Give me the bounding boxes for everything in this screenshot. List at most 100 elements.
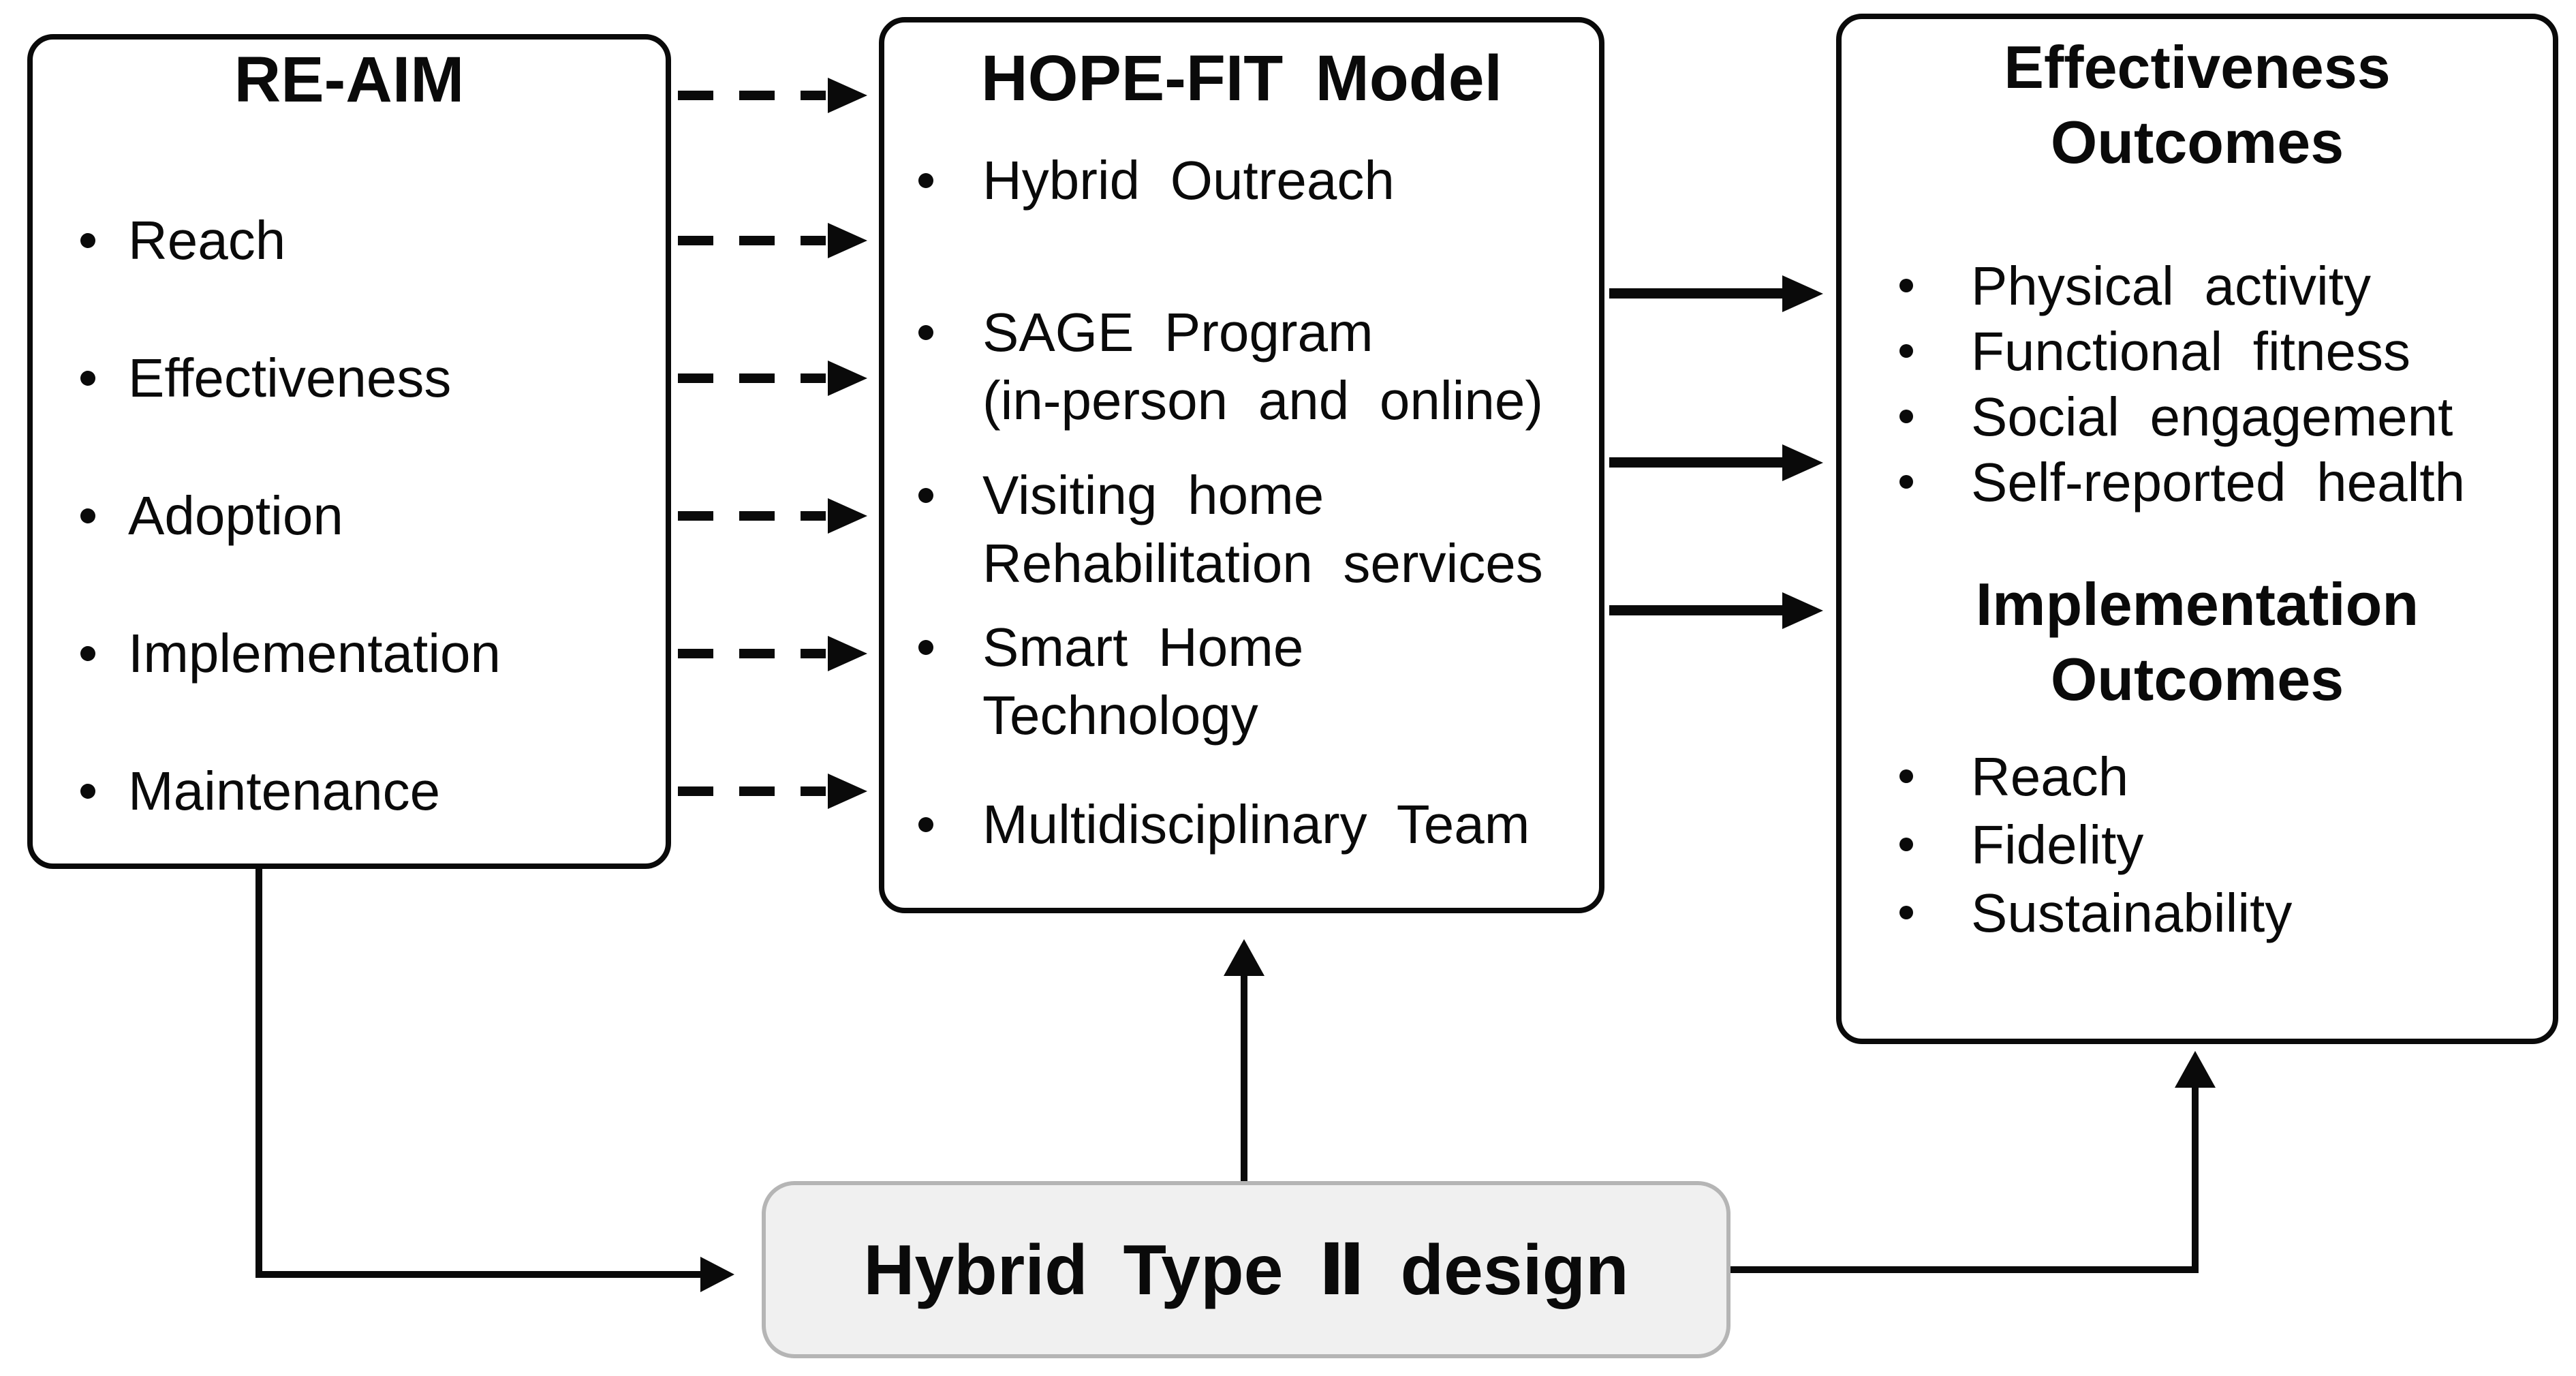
re-aim-item-reach: Reach xyxy=(128,210,286,271)
implementation-item-sustainability: Sustainability xyxy=(1971,883,2293,943)
hope-fit-item-sage-program-line2: (in-person and online) xyxy=(982,370,1544,431)
bullet-icon xyxy=(1899,838,1913,851)
hope-fit-model-box: HOPE-FIT Model Hybrid Outreach SAGE Prog… xyxy=(879,17,1604,913)
dashed-arrow xyxy=(678,636,867,671)
outcome-item-functional-fitness: Functional fitness xyxy=(1971,321,2410,382)
arrowhead-right-icon xyxy=(828,361,867,396)
hybrid-type-2-design-box: Hybrid Type Ⅱ design xyxy=(762,1181,1731,1358)
dashed-arrow xyxy=(678,78,867,113)
list-item: Reach xyxy=(1899,744,2128,810)
bullet-icon xyxy=(80,784,95,799)
outcomes-box: Effectiveness Outcomes Physical activity… xyxy=(1836,14,2558,1044)
dashed-arrow xyxy=(678,774,867,809)
bullet-icon xyxy=(918,488,933,503)
dashed-line xyxy=(678,236,826,245)
connector-right-vertical xyxy=(2192,1088,2199,1273)
hope-fit-item-hybrid-outreach: Hybrid Outreach xyxy=(982,150,1395,211)
list-item: Hybrid Outreach xyxy=(918,147,1395,215)
bullet-icon xyxy=(80,233,95,248)
outcome-item-social-engagement: Social engagement xyxy=(1971,386,2453,447)
outcome-item-self-reported-health: Self-reported health xyxy=(1971,452,2466,513)
bullet-icon xyxy=(918,173,933,188)
bullet-icon xyxy=(918,640,933,655)
bullet-icon xyxy=(918,817,933,832)
arrowhead-right-icon xyxy=(828,498,867,534)
list-item: Fidelity xyxy=(1899,812,2143,878)
arrowhead-right-icon xyxy=(828,223,867,258)
connector-left-vertical xyxy=(255,866,262,1274)
dashed-line xyxy=(678,91,826,100)
arrowhead-right-icon xyxy=(700,1257,734,1292)
arrowhead-up-icon xyxy=(1224,939,1264,976)
list-item: Physical activity xyxy=(1899,254,2371,319)
dashed-line xyxy=(678,649,826,658)
solid-line xyxy=(1609,605,1784,615)
bullet-icon xyxy=(1899,410,1913,423)
bullet-icon xyxy=(1899,906,1913,919)
dashed-arrow xyxy=(678,223,867,258)
hope-fit-item-multidisciplinary-team: Multidisciplinary Team xyxy=(982,794,1530,855)
bullet-icon xyxy=(1899,344,1913,358)
hope-fit-item-sage-program: SAGE Program xyxy=(982,302,1374,363)
hope-fit-item-smart-home-line2: Technology xyxy=(982,685,1258,746)
arrowhead-up-icon xyxy=(2175,1051,2216,1088)
re-aim-box: RE-AIM Reach Effectiveness Adoption Impl… xyxy=(27,34,671,869)
dashed-arrow xyxy=(678,498,867,534)
bullet-icon xyxy=(918,325,933,340)
implementation-item-reach: Reach xyxy=(1971,746,2129,807)
bullet-icon xyxy=(1899,475,1913,489)
hope-fit-item-visiting-home-line2: Rehabilitation services xyxy=(982,533,1543,594)
dashed-line xyxy=(678,373,826,383)
dashed-line xyxy=(678,511,826,521)
arrowhead-right-icon xyxy=(1782,592,1823,629)
bullet-icon xyxy=(80,508,95,523)
hope-fit-item-smart-home: Smart Home xyxy=(982,617,1304,677)
solid-arrow xyxy=(1609,444,1823,481)
solid-line xyxy=(1609,288,1784,299)
effectiveness-outcomes-title-line2: Outcomes xyxy=(2050,108,2344,176)
implementation-outcomes-title: Implementation Outcomes xyxy=(1842,567,2553,717)
bullet-icon xyxy=(1899,769,1913,783)
connector-middle-vertical xyxy=(1241,973,1247,1181)
list-item: Implementation xyxy=(80,620,501,688)
list-item: Visiting home Rehabilitation services xyxy=(918,461,1543,598)
list-item: Effectiveness xyxy=(80,344,451,412)
arrowhead-right-icon xyxy=(828,78,867,113)
re-aim-title: RE-AIM xyxy=(234,44,465,116)
implementation-item-fidelity: Fidelity xyxy=(1971,814,2144,875)
effectiveness-outcomes-title-line1: Effectiveness xyxy=(2004,33,2391,101)
connector-left-horizontal xyxy=(255,1271,702,1278)
arrowhead-right-icon xyxy=(828,636,867,671)
list-item: Social engagement xyxy=(1899,384,2453,450)
hope-fit-title: HOPE-FIT Model xyxy=(980,42,1503,114)
hybrid-type-2-design-label: Hybrid Type Ⅱ design xyxy=(863,1231,1629,1310)
re-aim-item-adoption: Adoption xyxy=(128,485,343,546)
dashed-arrow xyxy=(678,361,867,396)
arrowhead-right-icon xyxy=(828,774,867,809)
list-item: Reach xyxy=(80,207,285,275)
bullet-icon xyxy=(80,371,95,386)
implementation-outcomes-title-line1: Implementation xyxy=(1975,570,2419,638)
list-item: Maintenance xyxy=(80,757,440,825)
arrowhead-right-icon xyxy=(1782,444,1823,481)
list-item: Multidisciplinary Team xyxy=(918,791,1530,859)
solid-line xyxy=(1609,457,1784,468)
connector-right-horizontal xyxy=(1731,1266,2199,1273)
list-item: Self-reported health xyxy=(1899,450,2465,515)
solid-arrow xyxy=(1609,592,1823,629)
hope-fit-item-visiting-home: Visiting home xyxy=(982,465,1324,525)
list-item: Functional fitness xyxy=(1899,319,2410,384)
list-item: Smart Home Technology xyxy=(918,613,1303,750)
re-aim-item-maintenance: Maintenance xyxy=(128,761,441,821)
implementation-outcomes-title-line2: Outcomes xyxy=(2050,645,2344,713)
arrowhead-right-icon xyxy=(1782,275,1823,312)
solid-arrow xyxy=(1609,275,1823,312)
list-item: Sustainability xyxy=(1899,881,2292,946)
list-item: SAGE Program (in-person and online) xyxy=(918,299,1543,435)
re-aim-item-implementation: Implementation xyxy=(128,623,501,684)
outcome-item-physical-activity: Physical activity xyxy=(1971,256,2372,316)
list-item: Adoption xyxy=(80,482,343,550)
bullet-icon xyxy=(1899,279,1913,292)
re-aim-item-effectiveness: Effectiveness xyxy=(128,348,452,408)
